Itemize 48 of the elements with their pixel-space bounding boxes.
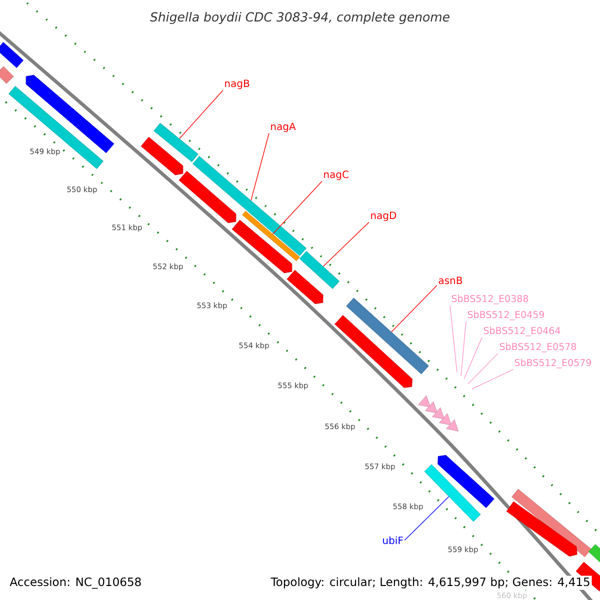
feature-arrowhead	[418, 395, 431, 408]
leader-line	[179, 90, 224, 139]
feature-arrowhead	[439, 413, 452, 426]
gene-block	[232, 220, 292, 274]
feature-arrowhead	[425, 401, 438, 414]
leader-line	[322, 222, 370, 267]
gene-label: SbBS512_E0464	[484, 326, 560, 336]
gene-label: nagC	[324, 170, 348, 180]
gene-bar	[0, 42, 24, 68]
gene-label: ubiF	[383, 536, 403, 544]
gene-bar	[192, 156, 306, 256]
gene-bar	[242, 210, 300, 262]
feature-arrowhead	[446, 419, 459, 432]
gene-block	[140, 136, 184, 176]
gene-block	[286, 270, 324, 304]
gene-label: asnB	[438, 276, 462, 284]
leader-line	[468, 353, 498, 384]
gene-bar	[299, 251, 340, 289]
gene-bar	[8, 86, 104, 169]
gene-label: nagA	[271, 122, 296, 132]
accession-text: Accession: NC_010658	[8, 576, 144, 590]
title: Shigella boydii CDC 3083-94, complete genome	[150, 12, 450, 24]
gene-label: SbBS512_E0578	[500, 342, 576, 352]
gene-bar	[346, 298, 429, 374]
leader-line	[391, 284, 438, 332]
gene-bar	[0, 66, 14, 84]
genome-info-text: Topology: circular; Length: 4,615,997 bp; Genes: 4,415	[269, 576, 592, 590]
gene-bar	[424, 464, 481, 522]
leader-line	[272, 180, 322, 234]
gene-block	[506, 501, 578, 557]
leader-line	[250, 132, 270, 201]
gene-bar	[154, 122, 198, 162]
gene-bar	[512, 488, 592, 558]
gene-label: SbBS512_E0459	[468, 310, 544, 320]
gene-block	[178, 170, 236, 224]
gene-block	[438, 455, 494, 508]
leader-line	[450, 305, 458, 372]
leader-line	[460, 321, 466, 376]
gene-label: SbBS512_E0579	[514, 358, 592, 368]
gene-block	[334, 315, 412, 388]
feature-arrowhead	[432, 407, 445, 420]
gene-label: SbBS512_E0388	[452, 294, 528, 304]
leader-line	[464, 337, 482, 380]
gene-bar	[588, 544, 600, 564]
leader-line	[472, 369, 514, 390]
gene-label: nagD	[371, 212, 396, 222]
gene-label: nagB	[225, 80, 250, 90]
leader-line	[404, 496, 450, 541]
